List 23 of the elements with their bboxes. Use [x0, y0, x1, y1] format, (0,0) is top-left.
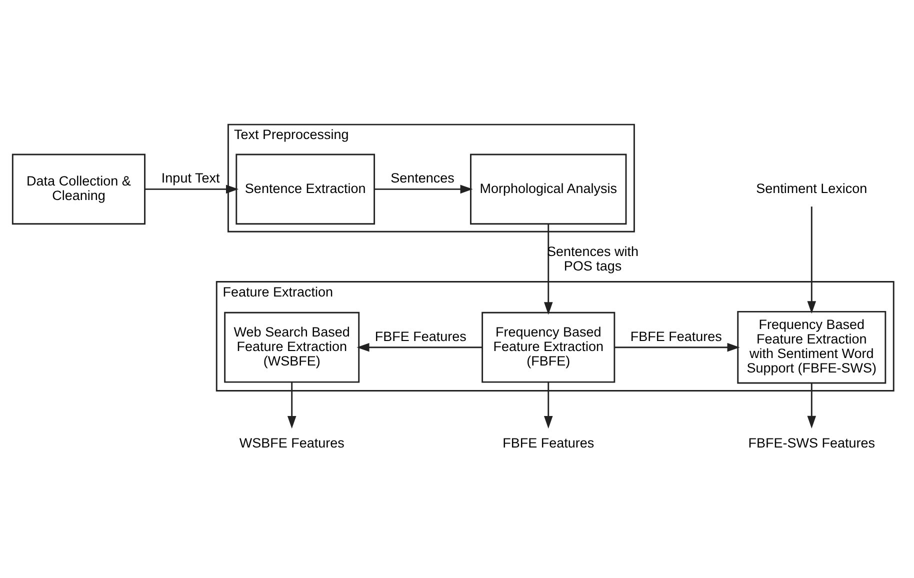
- node-box: Web Search Based Feature Extraction (WSBFE): [224, 312, 360, 383]
- node-box: Frequency Based Feature Extraction with Sentiment Word Support (FBFE-SWS): [737, 310, 886, 384]
- arrow: [614, 342, 740, 352]
- arrow: [287, 382, 296, 429]
- arrow: [374, 184, 473, 194]
- arrow: [544, 224, 553, 315]
- arrow: [356, 342, 482, 352]
- node-text: FBFE Features: [502, 435, 594, 450]
- arrow: [807, 383, 816, 428]
- node-text: FBFE-SWS Features: [748, 435, 876, 450]
- node-text: WSBFE Features: [239, 435, 344, 450]
- node-box: Sentence Extraction: [236, 154, 376, 225]
- edge-label: Input Text: [161, 170, 220, 186]
- node-box: Morphological Analysis: [470, 154, 627, 225]
- node-box: Frequency Based Feature Extraction (FBFE): [482, 312, 616, 383]
- edge-label: Sentences: [390, 170, 454, 186]
- node-box: Data Collection & Cleaning: [12, 154, 146, 225]
- edge-label: FBFE Features: [374, 328, 466, 344]
- arrow: [144, 184, 239, 194]
- arrow: [807, 206, 816, 314]
- edge-label: FBFE Features: [630, 328, 722, 344]
- arrow: [544, 382, 553, 429]
- node-text: Sentiment Lexicon: [756, 180, 868, 196]
